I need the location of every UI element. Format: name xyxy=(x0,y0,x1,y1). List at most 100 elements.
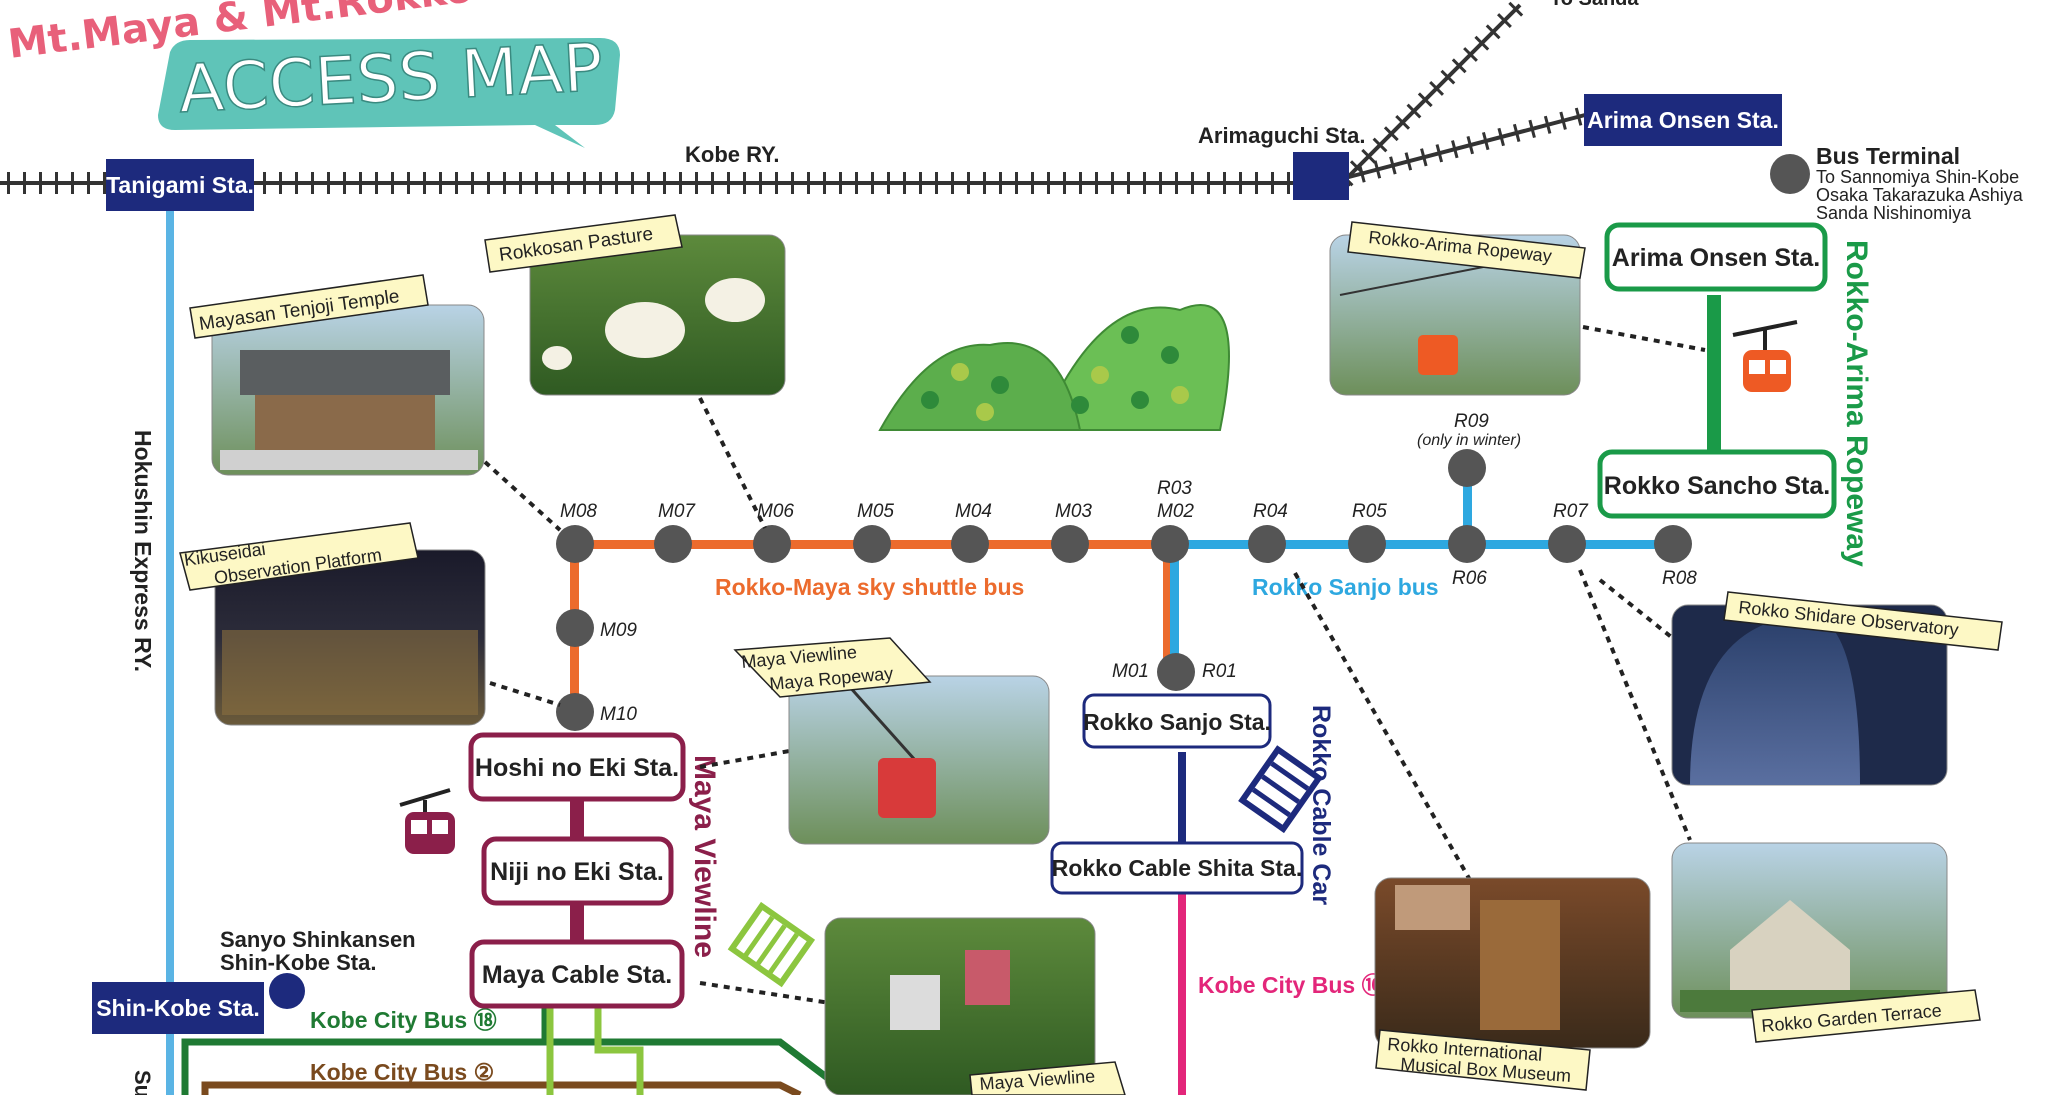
stop-r05-label: R05 xyxy=(1352,501,1387,522)
stop-m07[interactable]: M07 xyxy=(654,501,696,563)
stop-r09-note: (only in winter) xyxy=(1417,432,1521,449)
caption-kikuseidai: Kikuseidai Observation Platform xyxy=(179,522,419,591)
stop-r06-label: R06 xyxy=(1452,568,1487,589)
station-tanigami[interactable]: Tanigami Sta. xyxy=(106,159,254,211)
station-arima-onsen-ropeway[interactable]: Arima Onsen Sta. xyxy=(1604,222,1828,292)
stop-r04-label: R04 xyxy=(1253,501,1288,522)
station-arimaguchi[interactable]: Arimaguchi Sta. xyxy=(1198,123,1365,200)
station-rokko-sancho-label: Rokko Sancho Sta. xyxy=(1604,472,1830,500)
city-bus-2-label: Kobe City Bus ② xyxy=(310,1059,494,1085)
station-niji-no-eki[interactable]: Niji no Eki Sta. xyxy=(481,836,674,906)
stop-m02-label: M02 xyxy=(1157,501,1194,522)
photo-rokkosan-pasture[interactable] xyxy=(529,234,786,396)
bus-terminal-line2: Osaka Takarazuka Ashiya xyxy=(1816,185,2024,205)
rokko-arima-ropeway-label: Rokko-Arima Ropeway xyxy=(1840,240,1873,567)
stop-r03-label: R03 xyxy=(1157,478,1192,499)
station-hoshi-no-eki-label: Hoshi no Eki Sta. xyxy=(475,754,679,782)
sanjo-bus-label: Rokko Sanjo bus xyxy=(1252,574,1439,600)
photo-kikuseidai[interactable] xyxy=(214,549,486,726)
stop-m09[interactable]: M09 xyxy=(556,609,637,647)
header: Mt.Maya & Mt.Rokko ACCESS MAP xyxy=(6,0,620,148)
leader-lines xyxy=(483,325,1706,1005)
title-speech-bubble xyxy=(158,38,620,148)
stop-r07-label: R07 xyxy=(1553,501,1589,522)
stop-r04[interactable]: R04 xyxy=(1248,501,1288,563)
stop-r09[interactable]: R09(only in winter) xyxy=(1417,411,1521,487)
bus-terminal[interactable]: Bus Terminal To Sannomiya Shin-Kobe Osak… xyxy=(1770,143,2024,223)
station-shin-kobe-label: Shin-Kobe Sta. xyxy=(96,995,260,1021)
sanyo-shinkansen-label: Sanyo Shinkansen xyxy=(220,927,416,952)
stop-m04-label: M04 xyxy=(955,501,992,522)
station-arima-onsen-ropeway-label: Arima Onsen Sta. xyxy=(1612,244,1820,272)
stop-m10[interactable]: M10 xyxy=(556,693,637,731)
stop-r08[interactable]: R08 xyxy=(1654,525,1697,589)
stop-r09-label: R09 xyxy=(1454,411,1489,432)
stop-r01-label: R01 xyxy=(1202,661,1237,682)
photo-maya-ropeway[interactable] xyxy=(788,675,1050,845)
bus-terminal-line1: To Sannomiya Shin-Kobe xyxy=(1816,167,2019,187)
city-bus-18-label: Kobe City Bus ⑱ xyxy=(310,1007,497,1033)
stop-m05[interactable]: M05 xyxy=(853,501,894,563)
stop-r07[interactable]: R07 xyxy=(1548,501,1589,563)
stop-m01-label: M01 xyxy=(1112,661,1149,682)
station-hoshi-no-eki[interactable]: Hoshi no Eki Sta. xyxy=(468,732,686,802)
sanyo-shinkansen-station-label: Shin-Kobe Sta. xyxy=(220,950,376,975)
stop-m06-label: M06 xyxy=(757,501,794,522)
station-tanigami-label: Tanigami Sta. xyxy=(106,172,254,198)
stop-r05[interactable]: R05 xyxy=(1348,501,1387,563)
maya-viewline-label: Maya Viewline xyxy=(688,755,721,958)
stop-m01-r01[interactable]: M01 R01 xyxy=(1112,653,1237,691)
station-rokko-cable-shita-label: Rokko Cable Shita Sta. xyxy=(1052,855,1303,881)
stop-m03[interactable]: M03 xyxy=(1051,501,1092,563)
city-bus-16-label: Kobe City Bus ⑯ xyxy=(1198,972,1385,998)
photo-music-box-museum[interactable] xyxy=(1374,877,1651,1049)
gondola-icon xyxy=(1732,320,1798,392)
maya-viewline: Maya Viewline xyxy=(399,755,816,988)
photo-rokko-shidare[interactable] xyxy=(1671,604,1948,786)
station-maya-cable[interactable]: Maya Cable Sta. xyxy=(469,939,685,1009)
photo-mayasan-tenjoji[interactable] xyxy=(211,304,485,476)
rokko-cable-car-label: Rokko Cable Car xyxy=(1307,705,1335,905)
station-arimaguchi-label: Arimaguchi Sta. xyxy=(1198,123,1365,148)
kobe-railway: Kobe RY. To Sanda xyxy=(0,0,1639,194)
station-arima-onsen-rail-label: Arima Onsen Sta. xyxy=(1587,107,1779,133)
hokushin-express-line: Hokushin Express RY. Su xyxy=(130,200,174,1095)
rokko-cable-car-icon xyxy=(1238,745,1324,834)
station-rokko-sanjo[interactable]: Rokko Sanjo Sta. xyxy=(1082,693,1272,749)
stop-m08-label: M08 xyxy=(560,501,597,522)
caption-rokko-garden-terrace: Rokko Garden Terrace xyxy=(1751,989,1981,1043)
photo-rokko-arima-ropeway[interactable] xyxy=(1329,234,1581,396)
photo-maya-cable[interactable] xyxy=(824,917,1096,1095)
stop-m10-label: M10 xyxy=(600,704,637,725)
rokko-sanjo-bus-line: Rokko Sanjo bus xyxy=(1170,470,1670,670)
photo-rokko-garden-terrace[interactable] xyxy=(1671,842,1948,1019)
station-niji-no-eki-label: Niji no Eki Sta. xyxy=(490,858,664,886)
rokko-arima-ropeway: Rokko-Arima Ropeway xyxy=(1707,240,1873,567)
maya-gondola-icon xyxy=(399,788,455,854)
station-maya-cable-label: Maya Cable Sta. xyxy=(482,961,672,989)
kobe-railway-label: Kobe RY. xyxy=(685,142,780,167)
station-rokko-sanjo-label: Rokko Sanjo Sta. xyxy=(1083,709,1271,735)
station-rokko-cable-shita[interactable]: Rokko Cable Shita Sta. xyxy=(1050,841,1304,895)
stop-m05-label: M05 xyxy=(857,501,894,522)
bus-terminal-line3: Sanda Nishinomiya xyxy=(1816,203,1972,223)
station-arima-onsen-rail[interactable]: Arima Onsen Sta. xyxy=(1584,94,1782,146)
sanyo-line-fragment: Su xyxy=(130,1070,155,1095)
stop-r06[interactable]: R06 xyxy=(1448,525,1487,589)
city-bus-lines: Kobe City Bus ⑱ Kobe City Bus ② xyxy=(181,1000,853,1095)
bus-terminal-title: Bus Terminal xyxy=(1816,143,1960,169)
map-title: ACCESS MAP xyxy=(177,29,605,128)
rokko-cable-car-line: Rokko Cable Car Kobe City Bus ⑯ xyxy=(1178,705,1385,1095)
station-shin-kobe[interactable]: Shin-Kobe Sta. xyxy=(92,982,264,1034)
stop-m08[interactable]: M08 xyxy=(556,501,597,563)
maya-cable-car-icon xyxy=(727,901,816,988)
stop-m04[interactable]: M04 xyxy=(951,501,992,563)
stop-m06[interactable]: M06 xyxy=(753,501,794,563)
stop-r08-label: R08 xyxy=(1662,568,1697,589)
station-rokko-sancho[interactable]: Rokko Sancho Sta. xyxy=(1597,449,1837,519)
shuttle-bus-label: Rokko-Maya sky shuttle bus xyxy=(715,574,1024,600)
mountain-illustration xyxy=(878,304,1230,431)
